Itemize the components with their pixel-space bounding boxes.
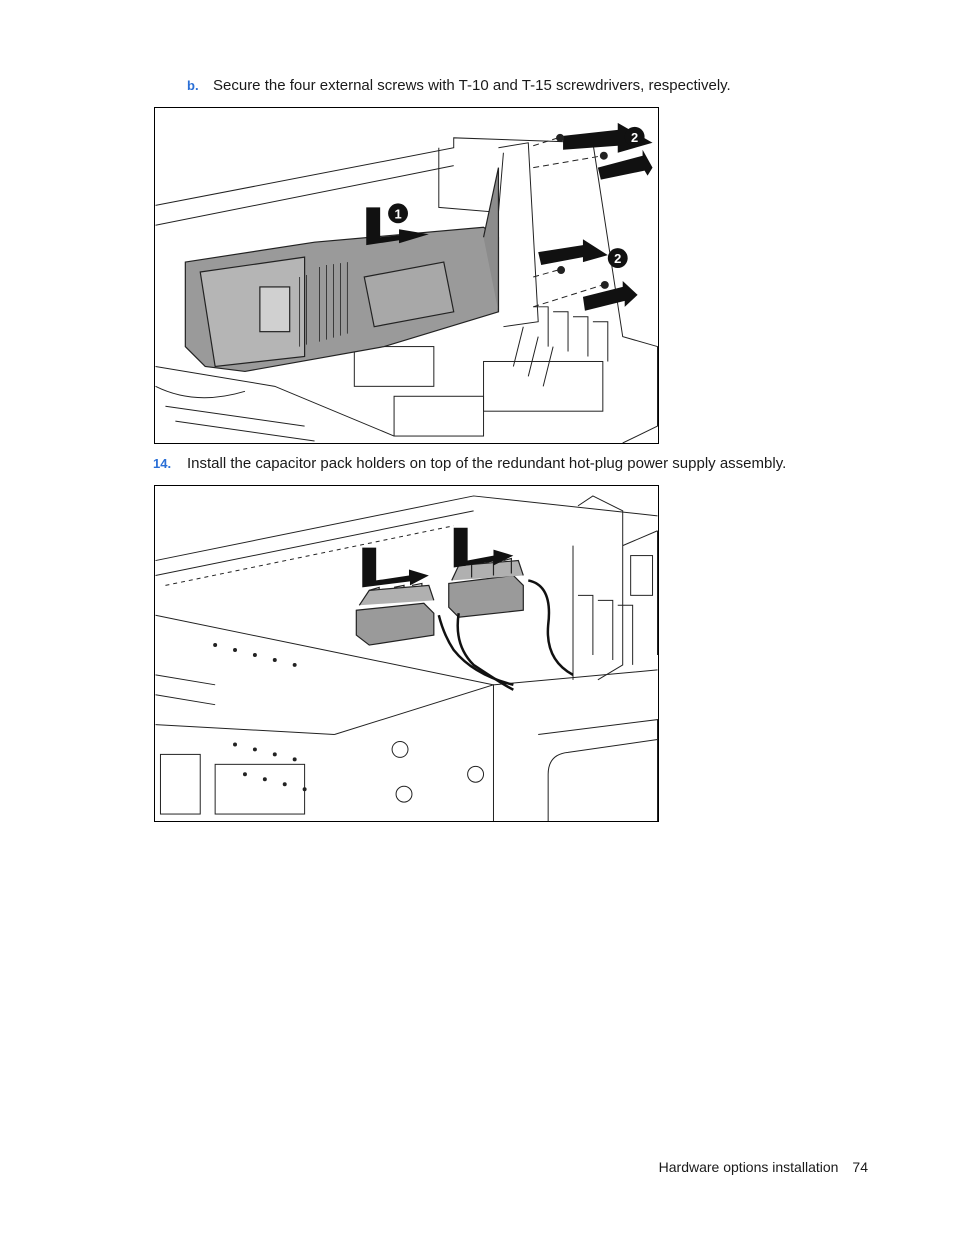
step-marker: b. (187, 78, 199, 93)
figure-secure-screws: 1 2 2 (154, 107, 659, 444)
step-text: Secure the four external screws with T-1… (213, 77, 731, 94)
step-14: 14. Install the capacitor pack holders on… (153, 455, 786, 473)
step-b: b. Secure the four external screws with T… (187, 77, 731, 95)
figure-capacitor-holders (154, 485, 659, 822)
page-number: 74 (852, 1159, 868, 1175)
callout-2a: 2 (631, 130, 638, 145)
callout-1: 1 (394, 206, 401, 221)
step-marker: 14. (153, 456, 172, 471)
page-footer: Hardware options installation 74 (659, 1159, 868, 1175)
step-text: Install the capacitor pack holders on to… (187, 455, 787, 472)
footer-section: Hardware options installation (658, 1159, 839, 1175)
callout-2b: 2 (614, 251, 621, 266)
